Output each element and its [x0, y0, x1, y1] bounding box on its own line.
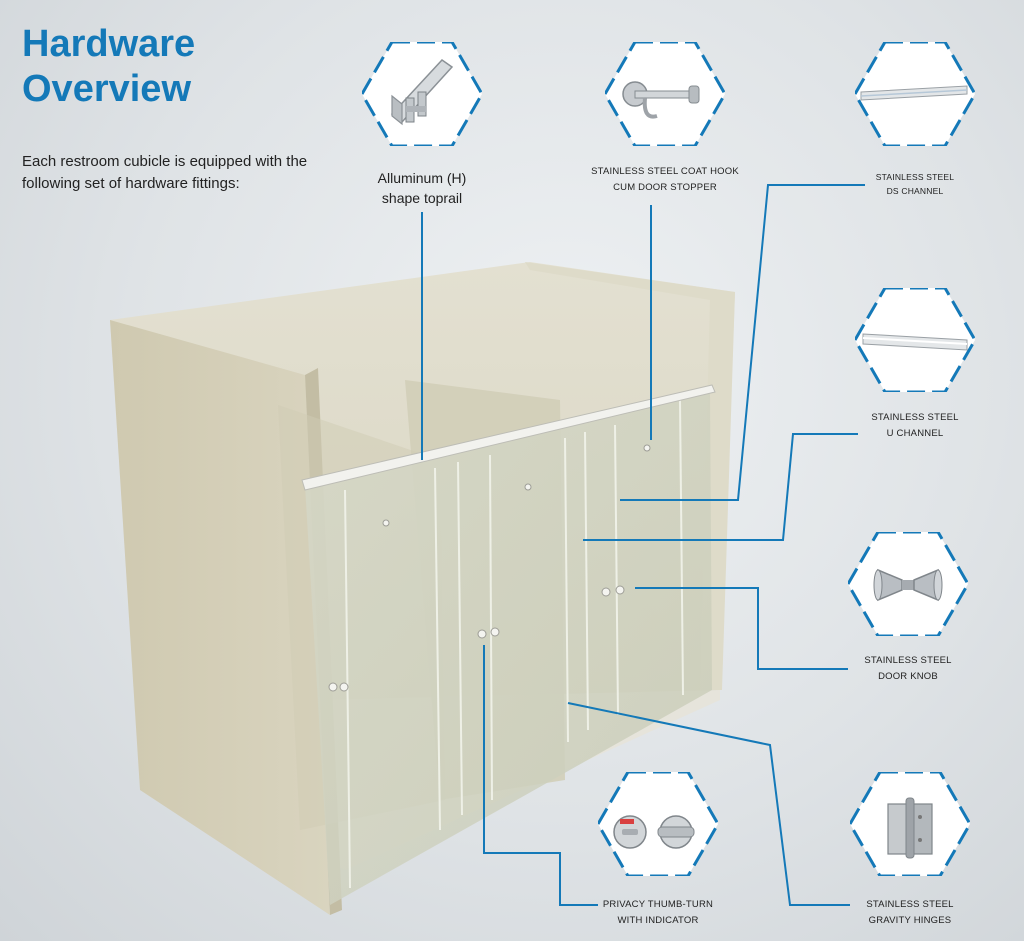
leader-door-knob: [635, 587, 848, 670]
page-title: Hardware Overview: [22, 22, 195, 112]
door-knob-icon: [873, 568, 943, 602]
door-knob-label-line-2: DOOR KNOB: [878, 671, 938, 682]
toprail-hexagon: [362, 42, 482, 146]
toprail-label-line-1: Alluminum (H): [377, 170, 467, 186]
leader-lines: [421, 184, 865, 906]
door-edges: [344, 399, 684, 889]
leader-thumb-turn: [483, 645, 598, 906]
ds-channel-label-line-1: STAINLESS STEEL: [875, 172, 955, 182]
toprail: [301, 384, 716, 491]
coat-hook-label-line-1: STAINLESS STEEL COAT HOOK: [591, 166, 739, 177]
title-line-1: Hardware: [22, 23, 196, 65]
right-wall: [525, 262, 735, 690]
leader-ds-channel: [620, 184, 865, 501]
door-knob-label: STAINLESS STEEL DOOR KNOB: [838, 653, 978, 685]
u-channel-label: STAINLESS STEEL U CHANNEL: [845, 410, 985, 442]
thumb-turn-label-line-1: PRIVACY THUMB-TURN: [602, 899, 714, 910]
coat-hook-hexagon: [605, 42, 725, 146]
toprail-label: Alluminum (H) shape toprail: [352, 168, 492, 208]
leader-u-channel: [583, 433, 858, 541]
title-line-2: Overview: [22, 68, 191, 110]
u-channel-icon: [862, 333, 968, 351]
u-channel-label-line-1: STAINLESS STEEL: [871, 412, 959, 423]
front-glass: [305, 390, 712, 905]
door-knob-label-line-1: STAINLESS STEEL: [864, 655, 952, 666]
gravity-hinge-icon: [887, 797, 933, 859]
left-wall: [110, 320, 330, 915]
u-channel-hexagon: [855, 288, 975, 392]
thumb-turn-label: PRIVACY THUMB-TURN WITH INDICATOR: [588, 897, 728, 929]
intro-text: Each restroom cubicle is equipped with t…: [22, 153, 308, 192]
thumb-turn-hexagon: [598, 772, 718, 876]
u-channel-label-line-2: U CHANNEL: [886, 428, 944, 439]
fittings: [328, 444, 651, 692]
leader-gravity-hinge: [567, 702, 850, 906]
coat-hook-label-line-2: CUM DOOR STOPPER: [613, 182, 717, 193]
door-knob-hexagon: [848, 532, 968, 636]
gravity-hinge-hexagon: [850, 772, 970, 876]
ds-channel-label-line-2: DS CHANNEL: [886, 186, 944, 196]
toprail-icon: [390, 59, 454, 126]
toprail-label-line-2: shape toprail: [381, 190, 463, 206]
thumb-turn-icon: [613, 815, 695, 849]
ds-channel-icon: [860, 85, 968, 101]
thumb-turn-label-line-2: WITH INDICATOR: [617, 915, 699, 926]
ds-channel-label: STAINLESS STEEL DS CHANNEL: [855, 170, 975, 198]
coat-hook-label: STAINLESS STEEL COAT HOOK CUM DOOR STOPP…: [575, 164, 755, 196]
coat-hook-icon: [622, 81, 700, 119]
gravity-hinge-label: STAINLESS STEEL GRAVITY HINGES: [840, 897, 980, 929]
gravity-hinge-label-line-1: STAINLESS STEEL: [866, 899, 954, 910]
gravity-hinge-label-line-2: GRAVITY HINGES: [868, 915, 952, 926]
ds-channel-hexagon: [855, 42, 975, 146]
